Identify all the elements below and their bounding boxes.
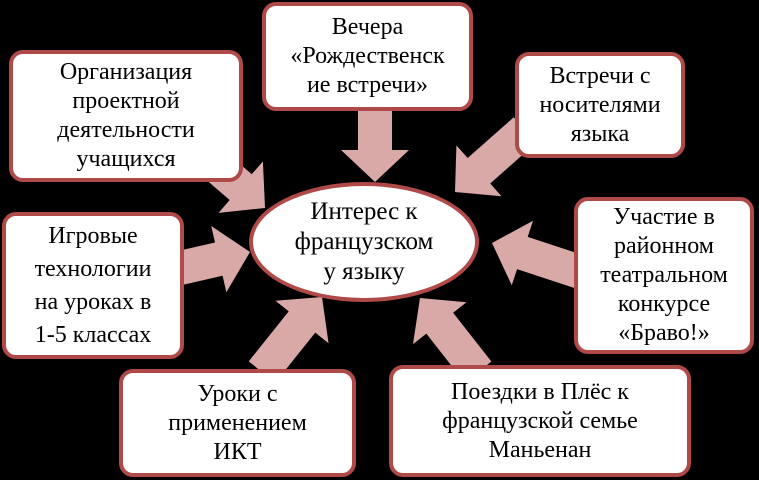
node-line: ИКТ	[213, 438, 262, 465]
node-line: Вечера	[331, 14, 404, 40]
node-line: французской семье	[442, 407, 638, 434]
arrow-games	[176, 225, 250, 293]
node-line: конкурсе	[617, 291, 711, 317]
node-line: театральном	[600, 262, 728, 288]
node-line: применением	[168, 409, 307, 436]
arrow-trips	[412, 298, 492, 383]
node-line: языка	[570, 120, 630, 147]
node-projects: Организация проектной деятельности учащи…	[9, 50, 243, 182]
node-line: на уроках в	[34, 288, 152, 315]
center-node: Интерес к французском у языку	[249, 182, 479, 302]
node-games: Игровые технологии на уроках в 1-5 класс…	[2, 212, 184, 359]
node-line: технологии	[34, 255, 152, 282]
node-line: ие встречи»	[306, 72, 429, 98]
center-line: у языку	[323, 258, 405, 285]
arrow-theatre	[492, 220, 586, 289]
node-theatre: Участие в районном театральном конкурсе …	[574, 197, 754, 354]
node-line: 1-5 классах	[34, 321, 152, 348]
node-line: Уроки с	[197, 380, 278, 407]
node-line: проектной	[72, 88, 180, 114]
node-line: Участие в	[613, 204, 715, 230]
node-line: Встречи с	[549, 62, 651, 89]
arrow-evenings	[341, 105, 409, 182]
node-native-speakers: Встречи с носителями языка	[515, 52, 685, 158]
node-line: Маньенан	[488, 436, 592, 463]
node-line: «Браво!»	[618, 320, 710, 346]
arrow-ict	[248, 297, 329, 383]
node-ict: Уроки с применением ИКТ	[119, 369, 356, 477]
node-line: «Рождественск	[290, 43, 445, 69]
node-line: учащихся	[76, 146, 176, 172]
node-line: носителями	[539, 91, 661, 118]
center-line: Интерес к	[310, 198, 418, 225]
node-line: деятельности	[57, 117, 195, 143]
node-line: районном	[614, 233, 714, 259]
node-line: Поездки в Плёс к	[451, 378, 629, 405]
center-line: французском	[294, 228, 434, 255]
node-trips: Поездки в Плёс к французской семье Манье…	[389, 365, 691, 477]
node-evenings: Вечера «Рождественск ие встречи»	[262, 2, 473, 111]
node-line: Игровые	[48, 222, 138, 249]
node-line: Организация	[59, 59, 193, 85]
